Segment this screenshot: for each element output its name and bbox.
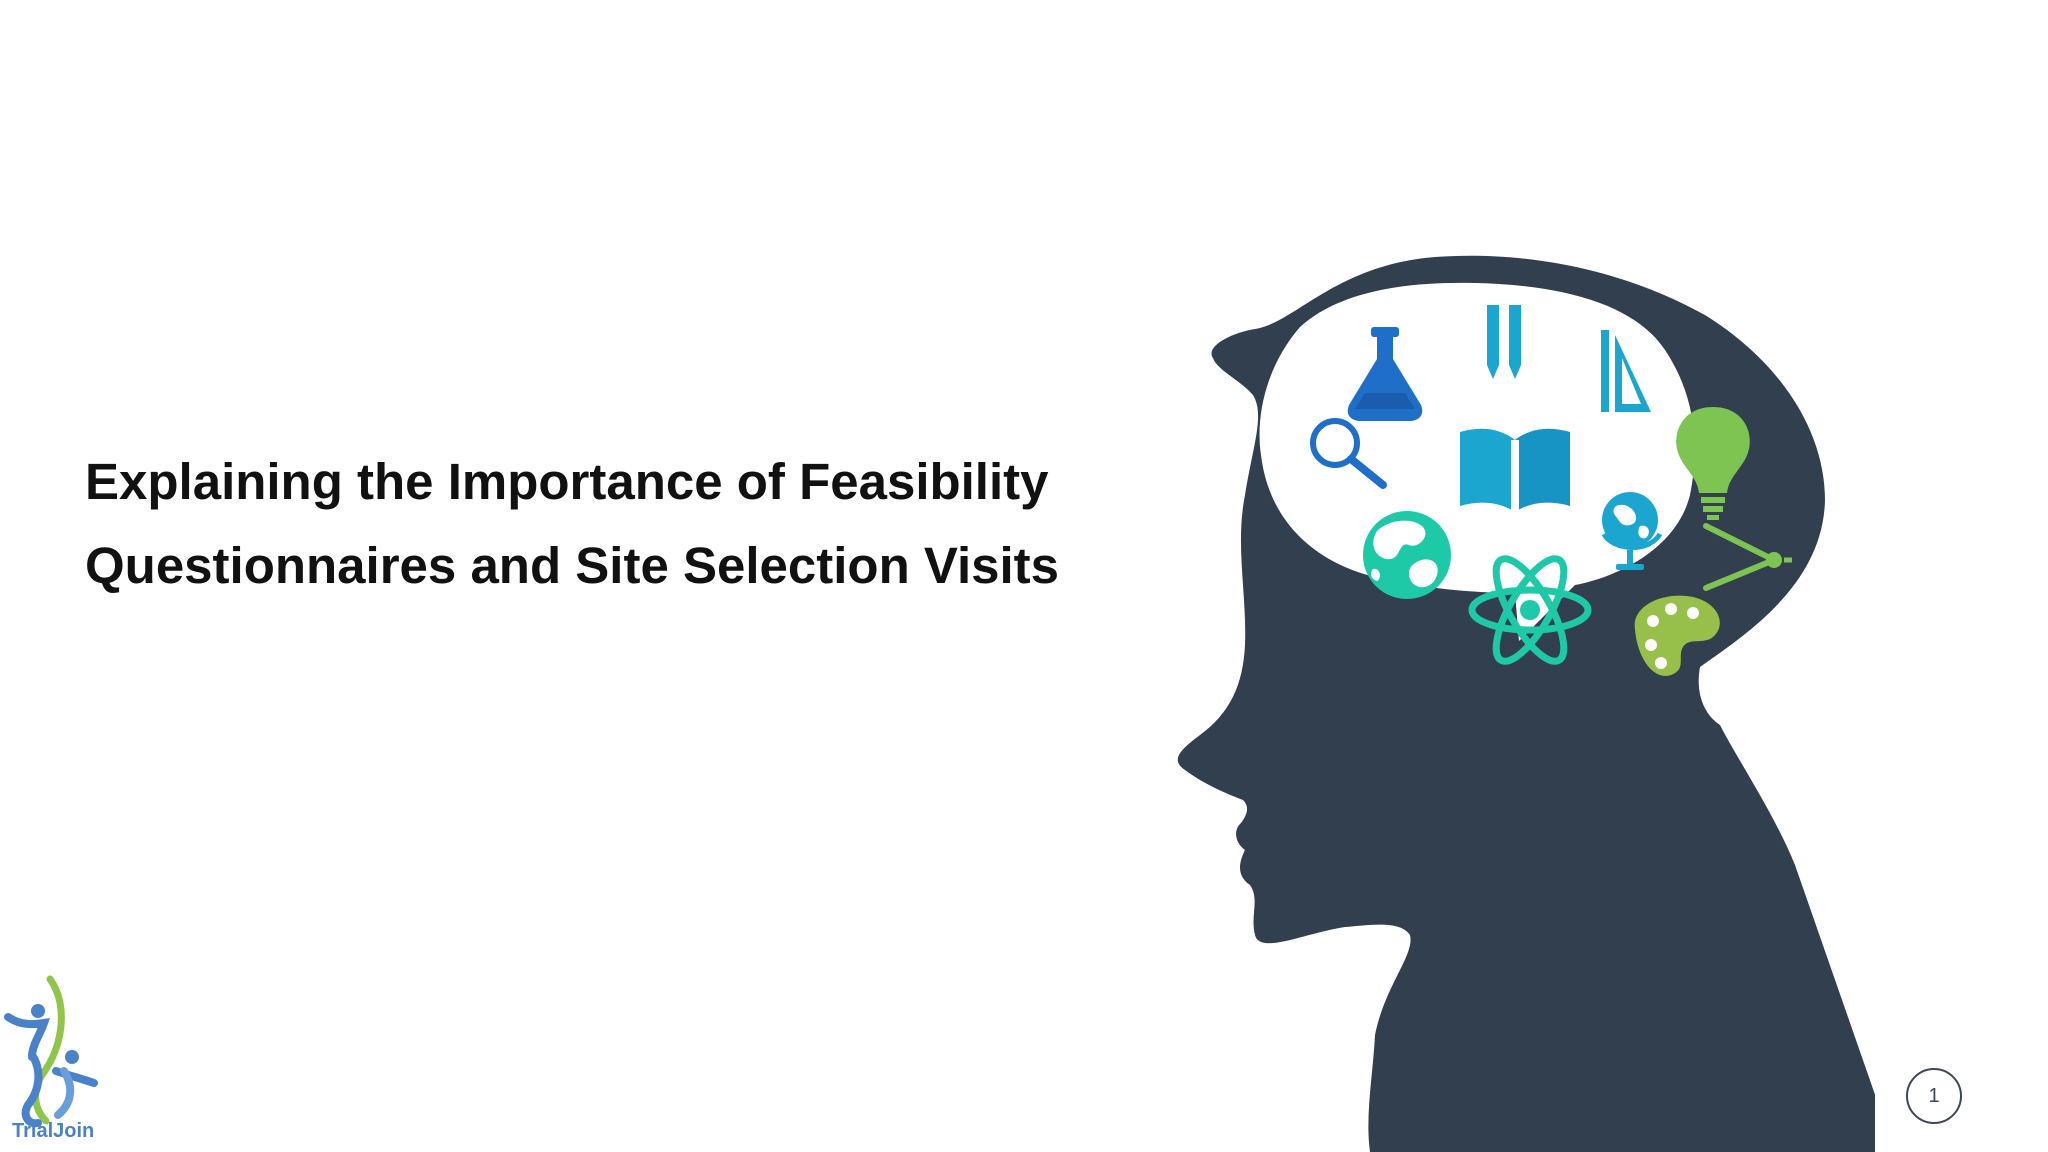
slide-title: Explaining the Importance of Feasibility…: [85, 440, 1185, 608]
page-number-badge: 1: [1906, 1068, 1962, 1124]
earth-icon: [1363, 511, 1451, 599]
pencils-icon: [1487, 305, 1521, 379]
head-silhouette-illustration: [1177, 255, 1875, 1152]
palette-icon: [1634, 595, 1720, 676]
logo-wordmark: TrialJoin: [12, 1120, 95, 1142]
lightbulb-icon: [1676, 407, 1750, 520]
slide-title-line-1: Explaining the Importance of Feasibility: [85, 453, 1049, 510]
magnifier-icon: [1310, 418, 1387, 489]
book-icon: [1460, 428, 1570, 514]
globe-stand-icon: [1601, 492, 1663, 570]
slide-title-line-2: Questionnaires and Site Selection Visits: [85, 537, 1060, 594]
compass-icon: [1703, 523, 1792, 591]
trialjoin-logo: [4, 975, 98, 1128]
page-number: 1: [1928, 1084, 1940, 1107]
flask-icon: [1347, 327, 1423, 421]
atom-icon: [1468, 555, 1592, 665]
ruler-triangle-icon: [1601, 330, 1651, 412]
